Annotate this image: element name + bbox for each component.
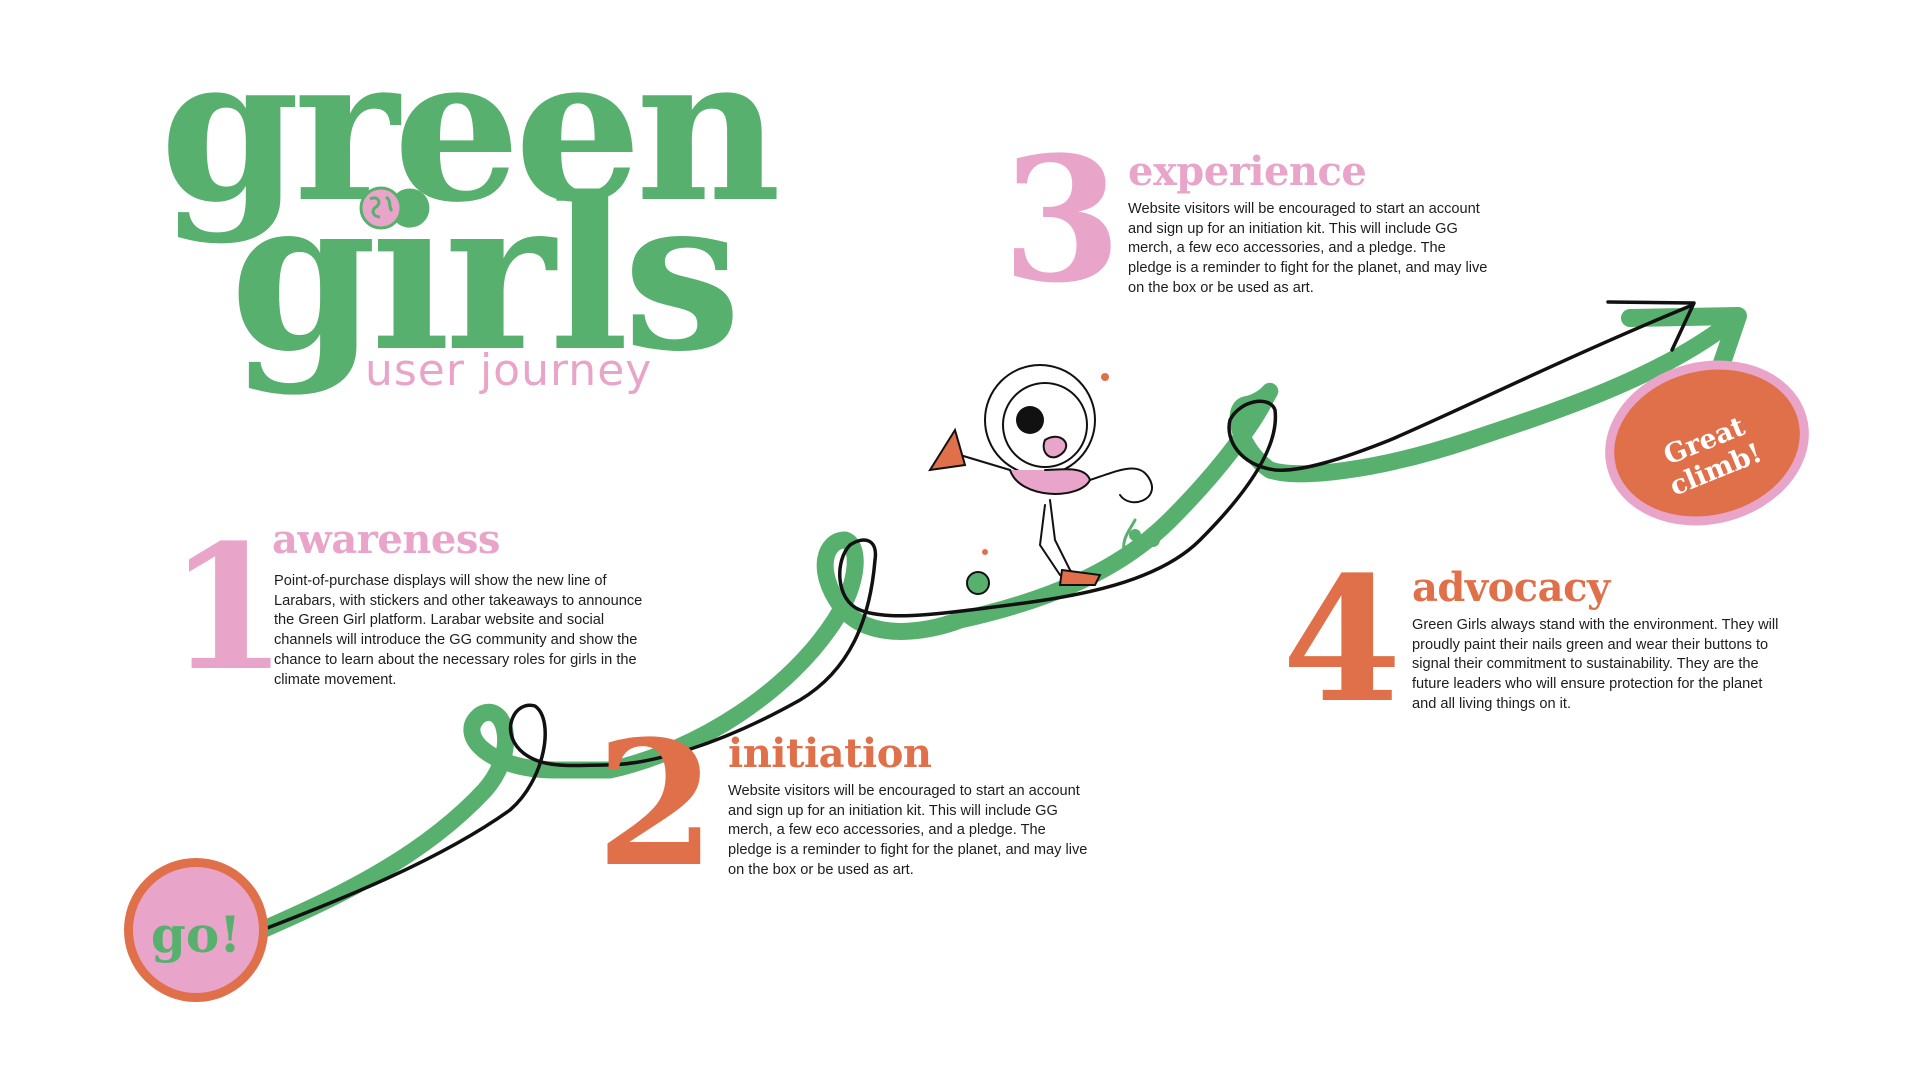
step-number: 4 — [1282, 538, 1402, 741]
black-line-arrowhead — [1606, 300, 1696, 352]
step-description: Website visitors will be encouraged to s… — [1128, 201, 1488, 296]
step-description: Green Girls always stand with the enviro… — [1412, 617, 1779, 712]
step-description: Website visitors will be encouraged to s… — [728, 783, 1088, 878]
start-badge: go! — [124, 858, 268, 1002]
step-title: awareness — [272, 516, 500, 563]
subtitle-user-journey: user journey — [365, 345, 653, 396]
climber-illustration — [928, 364, 1160, 595]
black-journey-line — [260, 304, 1692, 932]
step-number: 2 — [596, 702, 716, 905]
globe-icon — [359, 186, 403, 230]
start-badge-label: go! — [150, 905, 242, 964]
step-number: 3 — [1002, 118, 1122, 321]
step-description: Point-of-purchase displays will show the… — [274, 573, 643, 688]
step-title: advocacy — [1412, 564, 1610, 611]
title-word-girls: girls — [230, 151, 741, 398]
step-title: experience — [1128, 148, 1367, 195]
title-word-green: green — [160, 12, 781, 247]
brand-title-block: green girls user journey — [160, 30, 781, 410]
step-number: 1 — [168, 506, 288, 709]
step-title: initiation — [728, 730, 932, 777]
green-journey-ribbon — [253, 321, 1729, 939]
